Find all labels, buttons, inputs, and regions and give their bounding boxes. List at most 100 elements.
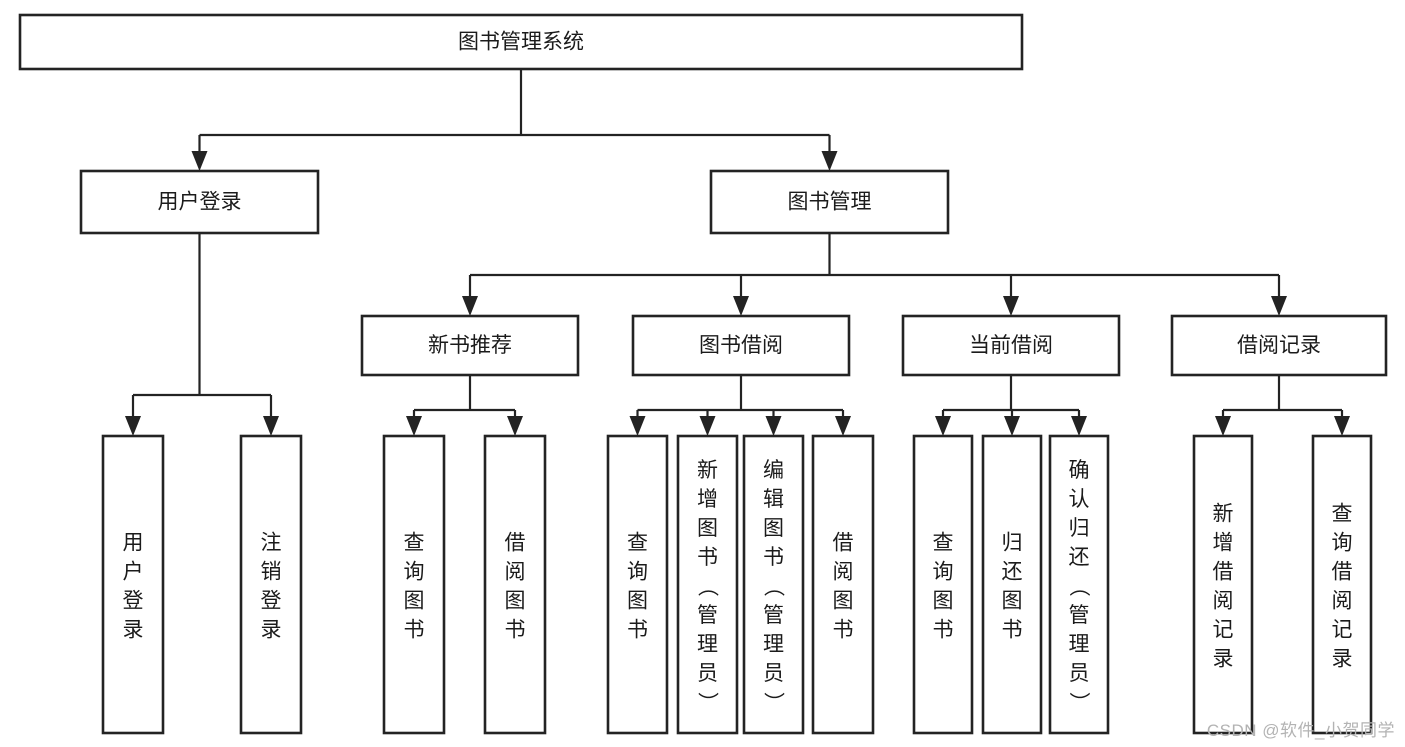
node-label-root-0: 图书管理系统 <box>458 31 584 54</box>
svg-text:）: ） <box>696 692 719 713</box>
svg-text:查: 查 <box>627 532 648 555</box>
node-box-leaf-9[interactable] <box>981 434 1043 735</box>
svg-text:询: 询 <box>933 561 954 584</box>
svg-text:员: 员 <box>763 662 784 685</box>
svg-text:）: ） <box>762 692 785 713</box>
svg-text:阅: 阅 <box>1332 590 1353 613</box>
node-box-root-0[interactable] <box>18 13 1024 71</box>
node-box-level2-1[interactable] <box>709 169 950 235</box>
svg-text:询: 询 <box>627 561 648 584</box>
svg-text:书: 书 <box>763 546 784 569</box>
node-box-leaf-2[interactable] <box>382 434 446 735</box>
node-box-leaf-5[interactable] <box>676 434 739 735</box>
svg-text:书: 书 <box>933 619 954 642</box>
node-box-level3-3[interactable] <box>1170 314 1388 377</box>
svg-text:录: 录 <box>261 619 282 642</box>
svg-text:理: 理 <box>1069 633 1090 656</box>
svg-text:图: 图 <box>505 590 526 613</box>
svg-text:阅: 阅 <box>833 561 854 584</box>
svg-text:借: 借 <box>505 532 526 555</box>
arrow-head-icon <box>935 416 951 436</box>
svg-text:阅: 阅 <box>1213 590 1234 613</box>
arrow-head-icon <box>765 416 782 436</box>
svg-text:员: 员 <box>697 662 718 685</box>
svg-text:借: 借 <box>1213 561 1234 584</box>
svg-text:销: 销 <box>261 561 282 584</box>
svg-text:理: 理 <box>763 633 784 656</box>
svg-text:书: 书 <box>1002 619 1023 642</box>
node-layer: 图书管理系统用户登录图书管理新书推荐图书借阅当前借阅借阅记录用户登录注销登录查询… <box>18 13 1388 735</box>
svg-text:还: 还 <box>1002 561 1023 584</box>
svg-text:还: 还 <box>1069 546 1090 569</box>
svg-text:管: 管 <box>697 604 718 627</box>
arrow-head-icon <box>125 416 141 436</box>
svg-text:管: 管 <box>1069 604 1090 627</box>
arrow-head-icon <box>835 416 851 436</box>
svg-text:增: 增 <box>697 488 718 511</box>
node-label-level3-1: 图书借阅 <box>699 334 783 357</box>
svg-text:录: 录 <box>123 619 144 642</box>
node-box-leaf-0[interactable] <box>101 434 165 735</box>
svg-text:认: 认 <box>1069 488 1090 511</box>
svg-text:（: （ <box>696 576 719 597</box>
node-label-level2-1: 图书管理 <box>788 191 872 214</box>
node-box-leaf-12[interactable] <box>1311 434 1373 735</box>
node-label-level3-2: 当前借阅 <box>969 334 1053 357</box>
svg-text:理: 理 <box>697 633 718 656</box>
node-box-level2-0[interactable] <box>79 169 320 235</box>
node-box-level3-0[interactable] <box>360 314 580 377</box>
svg-text:查: 查 <box>404 532 425 555</box>
node-box-leaf-3[interactable] <box>483 434 547 735</box>
svg-text:员: 员 <box>1069 662 1090 685</box>
svg-text:（: （ <box>762 576 785 597</box>
node-label-level2-0: 用户登录 <box>158 191 242 214</box>
svg-text:录: 录 <box>1332 648 1353 671</box>
node-box-leaf-6[interactable] <box>742 434 805 735</box>
svg-text:户: 户 <box>123 561 144 584</box>
svg-text:图: 图 <box>1002 590 1023 613</box>
arrow-head-icon <box>1003 296 1019 316</box>
arrow-head-icon <box>462 296 478 316</box>
arrow-head-icon <box>191 151 208 171</box>
svg-text:登: 登 <box>123 590 144 613</box>
arrow-head-icon <box>263 416 279 436</box>
node-box-leaf-1[interactable] <box>239 434 303 735</box>
svg-text:书: 书 <box>627 619 648 642</box>
node-box-level3-1[interactable] <box>631 314 851 377</box>
svg-text:记: 记 <box>1213 619 1234 642</box>
svg-text:查: 查 <box>1332 503 1353 526</box>
svg-text:注: 注 <box>261 532 282 555</box>
node-box-leaf-7[interactable] <box>811 434 875 735</box>
arrow-head-icon <box>1215 416 1231 436</box>
svg-text:录: 录 <box>1213 648 1234 671</box>
svg-text:新: 新 <box>697 459 718 482</box>
svg-text:图: 图 <box>404 590 425 613</box>
svg-text:归: 归 <box>1069 517 1090 540</box>
node-box-leaf-4[interactable] <box>606 434 669 735</box>
node-box-leaf-11[interactable] <box>1192 434 1254 735</box>
svg-text:阅: 阅 <box>505 561 526 584</box>
svg-text:图: 图 <box>627 590 648 613</box>
arrow-head-icon <box>406 416 422 436</box>
svg-text:用: 用 <box>123 532 144 555</box>
svg-text:确: 确 <box>1069 459 1090 482</box>
node-box-level3-2[interactable] <box>901 314 1121 377</box>
arrow-head-icon <box>1004 416 1020 436</box>
node-box-leaf-10[interactable] <box>1048 434 1110 735</box>
svg-text:图: 图 <box>933 590 954 613</box>
node-box-leaf-8[interactable] <box>912 434 974 735</box>
svg-text:询: 询 <box>404 561 425 584</box>
arrow-head-icon <box>507 416 523 436</box>
